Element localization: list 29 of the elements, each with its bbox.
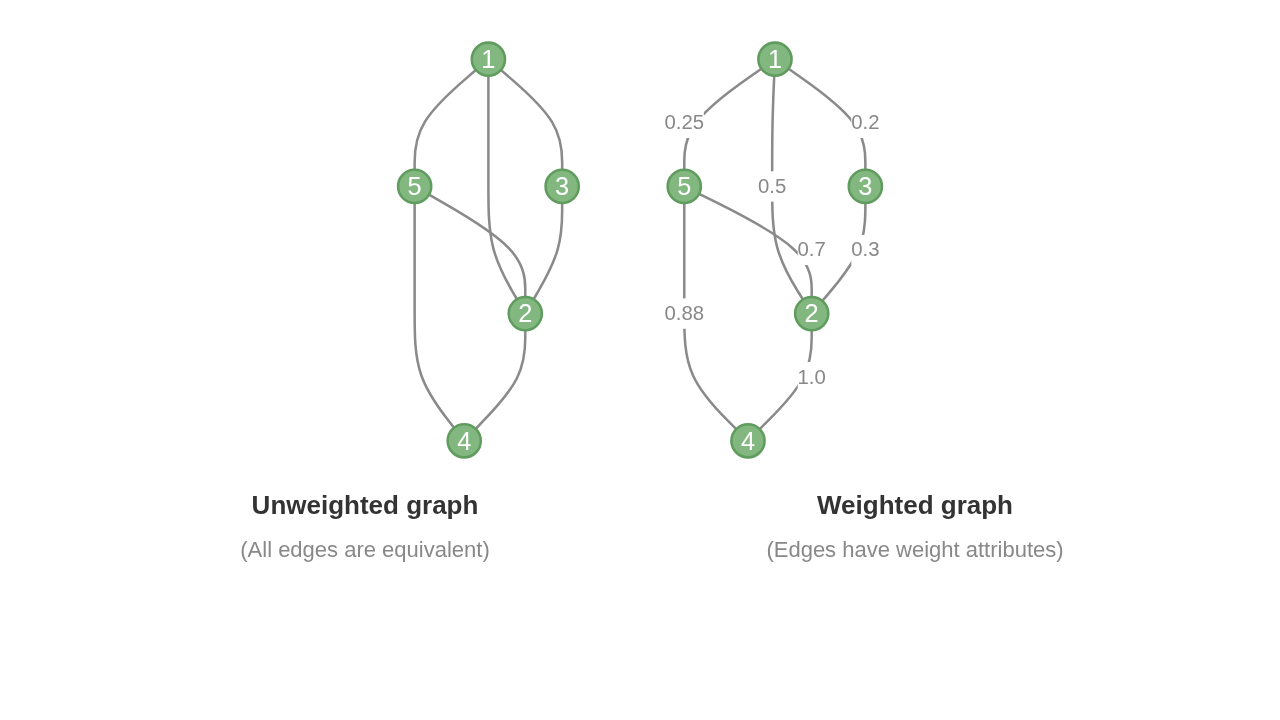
node-circle: 2 bbox=[793, 295, 830, 332]
connector bbox=[428, 193, 527, 297]
node-circle: 4 bbox=[730, 422, 766, 459]
node-circle: 2 bbox=[507, 295, 544, 332]
edge-label: 0.88 bbox=[664, 302, 705, 324]
edge-label: 0.5 bbox=[758, 174, 787, 197]
edge-label: 0.2 bbox=[851, 111, 880, 133]
edge-label: 0.3 bbox=[851, 238, 880, 261]
connector bbox=[532, 203, 564, 300]
graph-subtitle: (Edges have weight attributes) bbox=[766, 537, 1064, 563]
node-circle: 3 bbox=[847, 168, 884, 205]
graph-subtitle: (All edges are equivalent) bbox=[240, 537, 490, 563]
node-circle: 5 bbox=[396, 168, 433, 205]
graph-title: Weighted graph bbox=[817, 490, 1013, 521]
connector bbox=[487, 75, 519, 300]
connector bbox=[474, 330, 527, 430]
node-circle: 1 bbox=[757, 41, 793, 78]
edge-label: 0.7 bbox=[797, 238, 826, 261]
connector bbox=[698, 192, 813, 297]
connector bbox=[413, 203, 456, 429]
connector bbox=[413, 69, 477, 170]
node-circle: 4 bbox=[446, 422, 483, 459]
edge-label: 0.25 bbox=[664, 111, 705, 133]
node-circle: 1 bbox=[470, 41, 507, 78]
graph-title: Unweighted graph bbox=[251, 490, 479, 521]
node-circle: 5 bbox=[666, 168, 703, 205]
connector bbox=[500, 69, 564, 170]
edge-label: 1.0 bbox=[797, 365, 826, 388]
node-circle: 3 bbox=[544, 168, 580, 205]
